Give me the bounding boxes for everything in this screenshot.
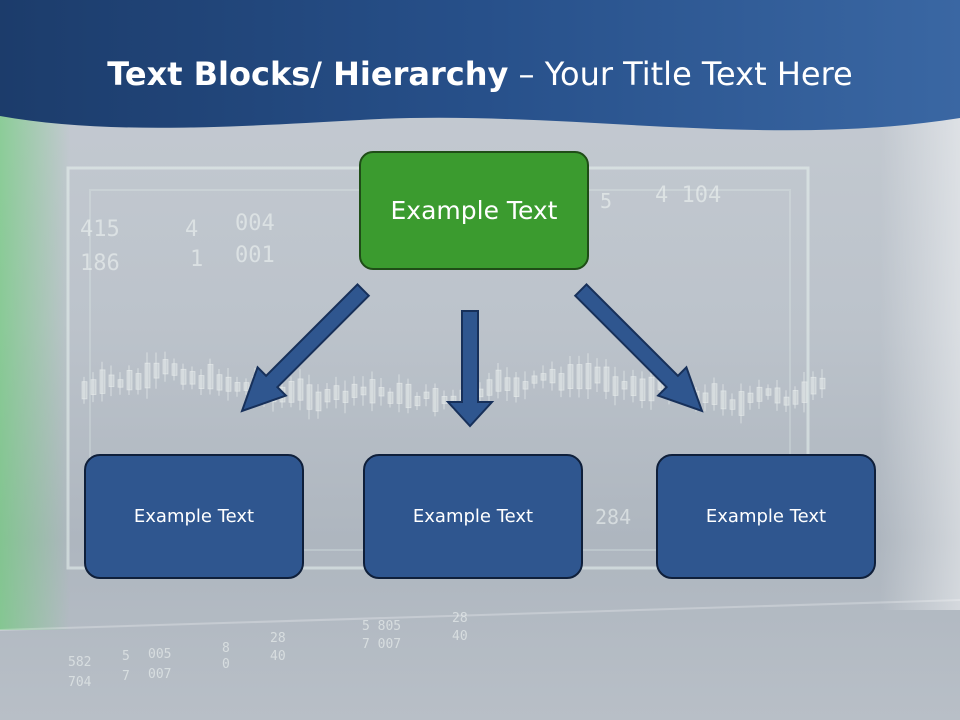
ticker-text: 005 bbox=[148, 647, 171, 662]
ticker-text: 7 007 bbox=[362, 637, 401, 652]
child-text-block-label: Example Text bbox=[412, 506, 534, 527]
ticker-text: 5 bbox=[600, 189, 612, 213]
ticker-text: 004 bbox=[235, 211, 275, 236]
ticker-text: 186 bbox=[80, 251, 120, 276]
ticker-text: 4 104 bbox=[655, 183, 721, 208]
child-text-block-label: Example Text bbox=[133, 506, 255, 527]
ticker-text: 0 bbox=[222, 657, 230, 672]
root-text-block[interactable]: Example Text bbox=[359, 151, 589, 270]
child-text-block-right[interactable]: Example Text bbox=[656, 454, 876, 579]
slide-title: Text Blocks/ Hierarchy – Your Title Text… bbox=[0, 52, 960, 96]
ticker-text: 1 bbox=[190, 247, 203, 272]
ticker-text: 582 bbox=[68, 655, 91, 670]
ticker-text: 4 bbox=[185, 217, 198, 242]
ticker-text: 28 bbox=[452, 611, 468, 626]
ticker-text: 001 bbox=[235, 243, 275, 268]
ticker-text: 7 bbox=[122, 669, 130, 684]
child-text-block-label: Example Text bbox=[705, 506, 827, 527]
ticker-text: 40 bbox=[270, 649, 286, 664]
ticker-text: 007 bbox=[148, 667, 171, 682]
child-text-block-left[interactable]: Example Text bbox=[84, 454, 304, 579]
ticker-text: 5 805 bbox=[362, 619, 401, 634]
child-text-block-center[interactable]: Example Text bbox=[363, 454, 583, 579]
ticker-text: 8 bbox=[222, 641, 230, 656]
slide-title-rest: – Your Title Text Here bbox=[508, 55, 853, 93]
ticker-text: 40 bbox=[452, 629, 468, 644]
ticker-text: 704 bbox=[68, 675, 92, 690]
ticker-numbers: 415 4 004 186 1 001 4 104 5 284 582 5 00… bbox=[68, 183, 721, 690]
slide-title-bold: Text Blocks/ Hierarchy bbox=[107, 55, 509, 93]
root-text-block-label: Example Text bbox=[390, 196, 558, 225]
candlestick-pattern bbox=[81, 351, 826, 424]
ticker-text: 284 bbox=[595, 505, 631, 529]
ticker-text: 5 bbox=[122, 649, 130, 664]
ticker-text: 28 bbox=[270, 631, 286, 646]
ticker-text: 415 bbox=[80, 217, 120, 242]
